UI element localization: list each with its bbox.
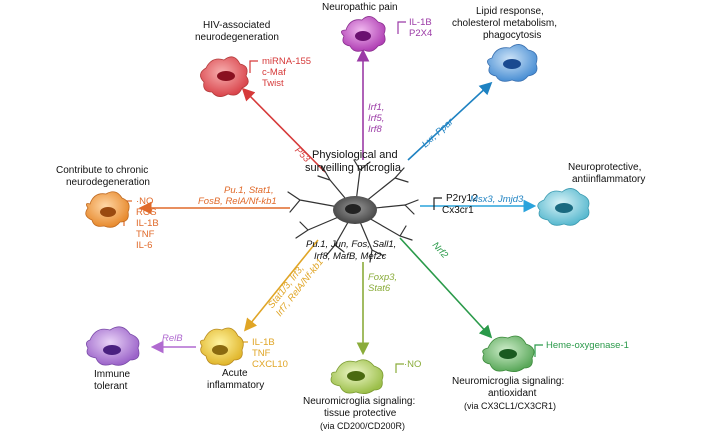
chronic-marker-4: TNF (136, 229, 155, 240)
center-gene-1: P2ry12 (446, 193, 478, 204)
chronic-title-line1: Contribute to chronic (56, 165, 149, 176)
antioxidant-title-line1: Neuromicroglia signaling: (452, 376, 565, 387)
tissue-regulator-2: Stat6 (368, 283, 391, 294)
acute-marker-1: IL-1B (252, 337, 275, 348)
arrow-to-antioxidant (399, 237, 493, 339)
center-factors-line1: Pu.1, Jun, Fos, Sall1, (306, 239, 397, 250)
neuroprotective-title-line2: antiinflammatory (572, 174, 646, 185)
neuroprotective-regulator: Msx3, Jmjd3 (470, 194, 524, 205)
acute-marker-2: TNF (252, 348, 271, 359)
bracket-center (433, 197, 442, 210)
pain-regulator-2: Irf5, (368, 113, 385, 124)
pain-regulator-3: Irf8 (368, 124, 382, 135)
chronic-marker-2: ROS (136, 207, 157, 218)
chronic-regulator-2: FosB, RelA/Nf-kb1 (198, 196, 277, 207)
tolerant-microglia-cell (86, 326, 140, 366)
acute-title-line2: inflammatory (207, 380, 265, 391)
chronic-title-line2: neurodegeneration (66, 177, 150, 188)
lipid-title-line3: phagocytosis (483, 30, 542, 41)
tolerant-title-line2: tolerant (94, 381, 128, 392)
acute-title-line1: Acute (222, 368, 248, 379)
tissue-marker: ·NO (404, 359, 422, 370)
hiv-marker-3: Twist (262, 78, 284, 89)
hiv-title-line1: HIV-associated (203, 20, 271, 31)
tolerant-title-line1: Immune (94, 369, 131, 380)
neuroprotective-title-line1: Neuroprotective, (568, 162, 642, 173)
pain-marker-1: IL-1B (409, 17, 432, 28)
neuroprotective-microglia-cell (537, 188, 590, 226)
arrow-to-hiv (241, 87, 326, 173)
tissue-title-line2: tissue protective (324, 408, 397, 419)
hiv-marker-2: c-Maf (262, 67, 286, 78)
center-factors-line2: Irf8, MafB, Mef2c (314, 251, 387, 262)
tissue-title-line1: Neuromicroglia signaling: (303, 396, 416, 407)
hiv-title-line2: neurodegeneration (195, 32, 279, 43)
center-gene-2: Cx3cr1 (442, 205, 474, 216)
antioxidant-title-line2: antioxidant (488, 388, 537, 399)
bracket-tissue (395, 363, 404, 373)
hiv-microglia-cell (200, 56, 249, 97)
arrow-to-acute (243, 239, 319, 332)
lipid-title-line1: Lipid response, (476, 6, 544, 17)
antioxidant-microglia-cell (482, 335, 535, 372)
tissue-note: (via CD200/CD200R) (320, 421, 406, 431)
pain-marker-2: P2X4 (409, 28, 433, 39)
chronic-marker-5: IL-6 (136, 240, 153, 251)
surveilling-microglia-nucleus (345, 204, 361, 214)
center-title-line1: Physiological and (312, 149, 398, 161)
bracket-pain (397, 21, 406, 34)
center-title-line2: surveilling microglia (305, 162, 401, 174)
chronic-marker-3: IL-1B (136, 218, 159, 229)
acute-microglia-cell (200, 327, 244, 366)
bracket-antioxidant (534, 344, 543, 357)
antioxidant-marker: Heme-oxygenase-1 (546, 340, 629, 351)
bracket-hiv (249, 60, 258, 73)
chronic-marker-1: ·NO (136, 196, 154, 207)
tissue-protective-microglia-cell (330, 359, 384, 394)
lipid-title-line2: cholesterol metabolism, (452, 18, 558, 29)
tissue-regulator-1: Foxp3, (368, 272, 398, 283)
pain-title: Neuropathic pain (322, 2, 398, 13)
acute-marker-3: CXCL10 (252, 359, 288, 370)
hiv-marker-1: miRNA-155 (262, 56, 312, 67)
chronic-regulator-1: Pu.1, Stat1, (224, 185, 274, 196)
chronic-microglia-cell (85, 191, 130, 228)
pain-regulator-1: Irf1, (368, 102, 385, 113)
arrow-to-lipid (407, 81, 493, 161)
tolerant-regulator: RelB (162, 333, 183, 344)
antioxidant-note: (via CX3CL1/CX3CR1) (464, 401, 557, 411)
lipid-microglia-cell (487, 44, 538, 82)
pain-microglia-cell (341, 16, 386, 52)
